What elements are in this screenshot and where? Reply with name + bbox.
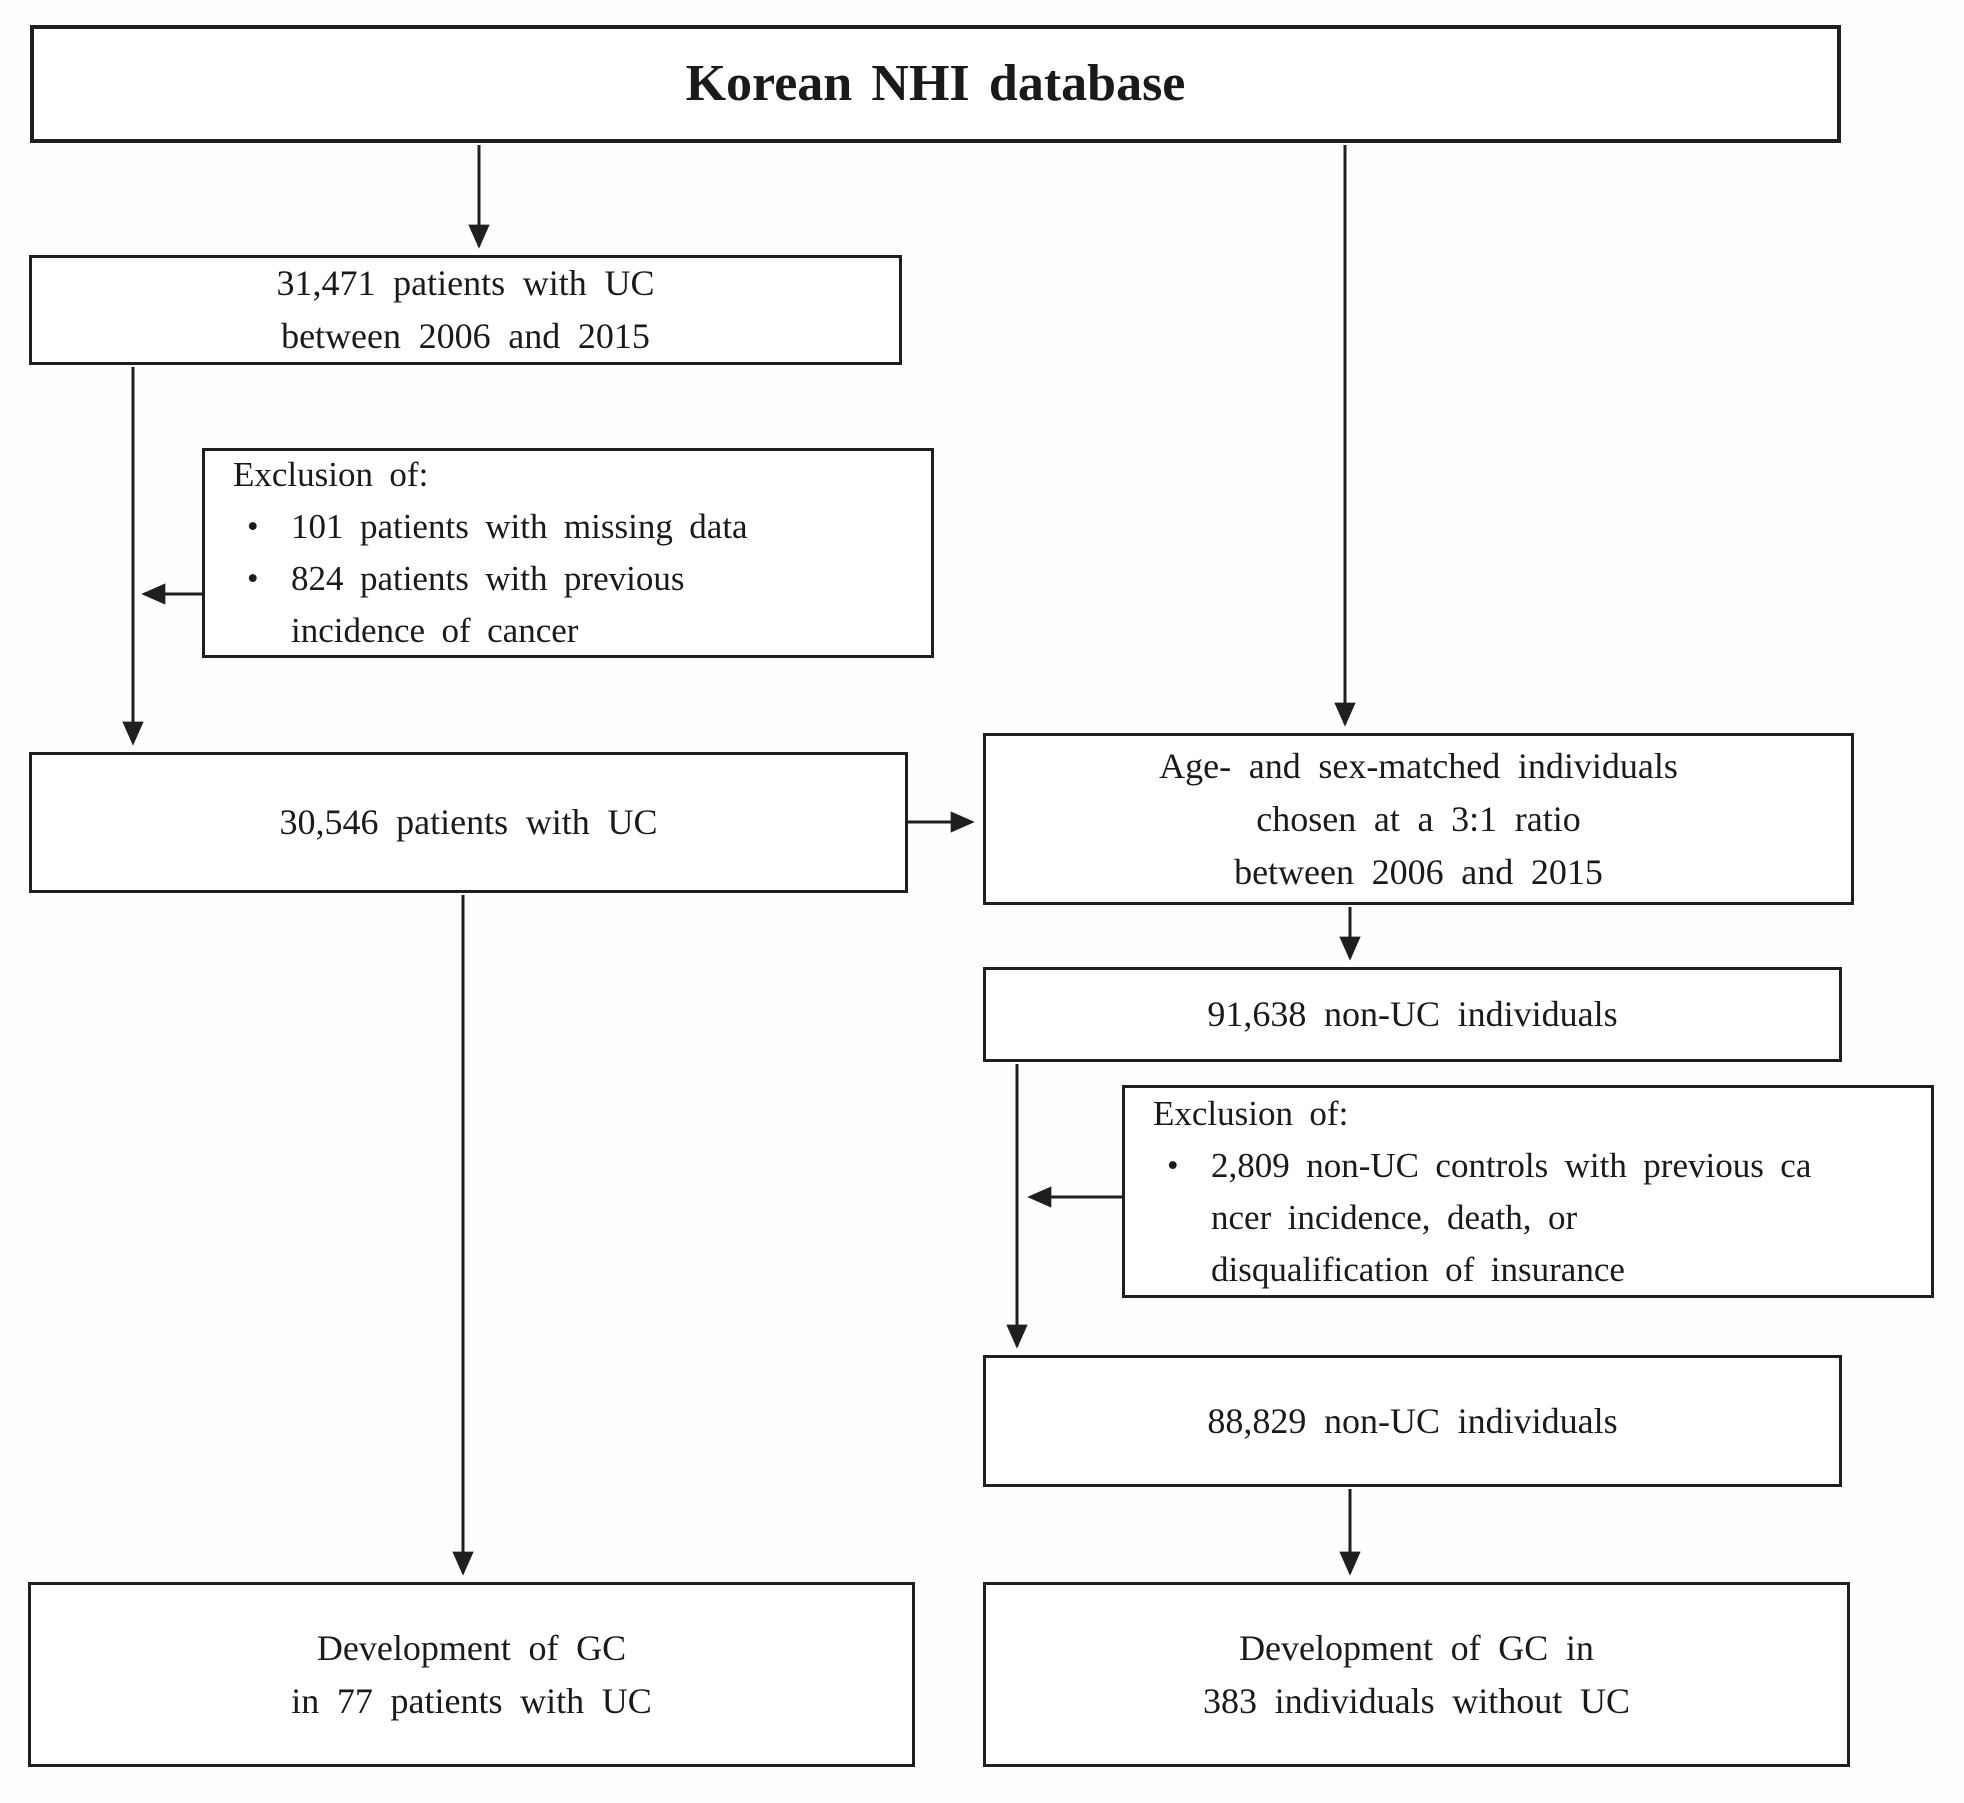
- exclusion-item: • 101 patients with missing data: [233, 501, 748, 553]
- exclusion-item-continuation: disqualification of insurance: [1153, 1244, 1625, 1296]
- bullet-icon: •: [247, 509, 259, 545]
- bullet-icon: •: [1167, 1147, 1179, 1184]
- exclusion-item-text: disqualification of insurance: [1211, 1249, 1625, 1289]
- node-uc-initial: 31,471 patients with UC between 2006 and…: [29, 255, 902, 365]
- node-text-line: Development of GC: [316, 1627, 627, 1668]
- node-text-line: Development of GC in: [1239, 1627, 1594, 1668]
- exclusion-item-text: 824 patients with previous: [291, 559, 685, 598]
- node-nonuc-cohort: 88,829 non-UC individuals: [983, 1355, 1842, 1487]
- node-text-line: between 2006 and 2015: [281, 316, 650, 356]
- node-text-line: 383 individuals without UC: [1203, 1680, 1630, 1721]
- bullet-icon: •: [247, 561, 259, 597]
- node-uc-outcome: Development of GC in 77 patients with UC: [28, 1582, 915, 1767]
- node-text-line: 31,471 patients with UC: [276, 263, 655, 303]
- exclusion-item-text: incidence of cancer: [291, 611, 579, 650]
- node-text-line: in 77 patients with UC: [291, 1680, 652, 1721]
- exclusion-heading: Exclusion of:: [233, 455, 429, 494]
- node-text-line: chosen at a 3:1 ratio: [1256, 798, 1581, 839]
- exclusion-heading: Exclusion of:: [1153, 1093, 1349, 1133]
- node-nonuc-initial: 91,638 non-UC individuals: [983, 967, 1842, 1062]
- node-title: Korean NHI database: [685, 55, 1186, 113]
- node-matched-individuals: Age- and sex-matched individuals chosen …: [983, 733, 1854, 905]
- node-text-line: Age- and sex-matched individuals: [1159, 745, 1678, 786]
- node-nonuc-outcome: Development of GC in 383 individuals wit…: [983, 1582, 1850, 1767]
- exclusion-item-continuation: ncer incidence, death, or: [1153, 1192, 1577, 1244]
- exclusion-item-text: 2,809 non-UC controls with previous ca: [1211, 1145, 1812, 1185]
- node-text-line: 91,638 non-UC individuals: [1207, 994, 1618, 1034]
- exclusion-item: • 824 patients with previous: [233, 553, 684, 605]
- node-text-line: 88,829 non-UC individuals: [1207, 1400, 1618, 1441]
- exclusion-item: • 2,809 non-UC controls with previous ca: [1153, 1140, 1811, 1192]
- node-uc-cohort: 30,546 patients with UC: [29, 752, 908, 893]
- exclusion-item-text: ncer incidence, death, or: [1211, 1197, 1578, 1237]
- exclusion-item-text: 101 patients with missing data: [291, 507, 748, 546]
- exclusion-item-continuation: incidence of cancer: [233, 605, 578, 657]
- node-text-line: 30,546 patients with UC: [279, 802, 658, 842]
- node-korean-nhi-database: Korean NHI database: [30, 25, 1841, 143]
- node-nonuc-exclusion: Exclusion of: • 2,809 non-UC controls wi…: [1122, 1085, 1934, 1298]
- node-uc-exclusion: Exclusion of: • 101 patients with missin…: [202, 448, 934, 658]
- node-text-line: between 2006 and 2015: [1234, 851, 1603, 892]
